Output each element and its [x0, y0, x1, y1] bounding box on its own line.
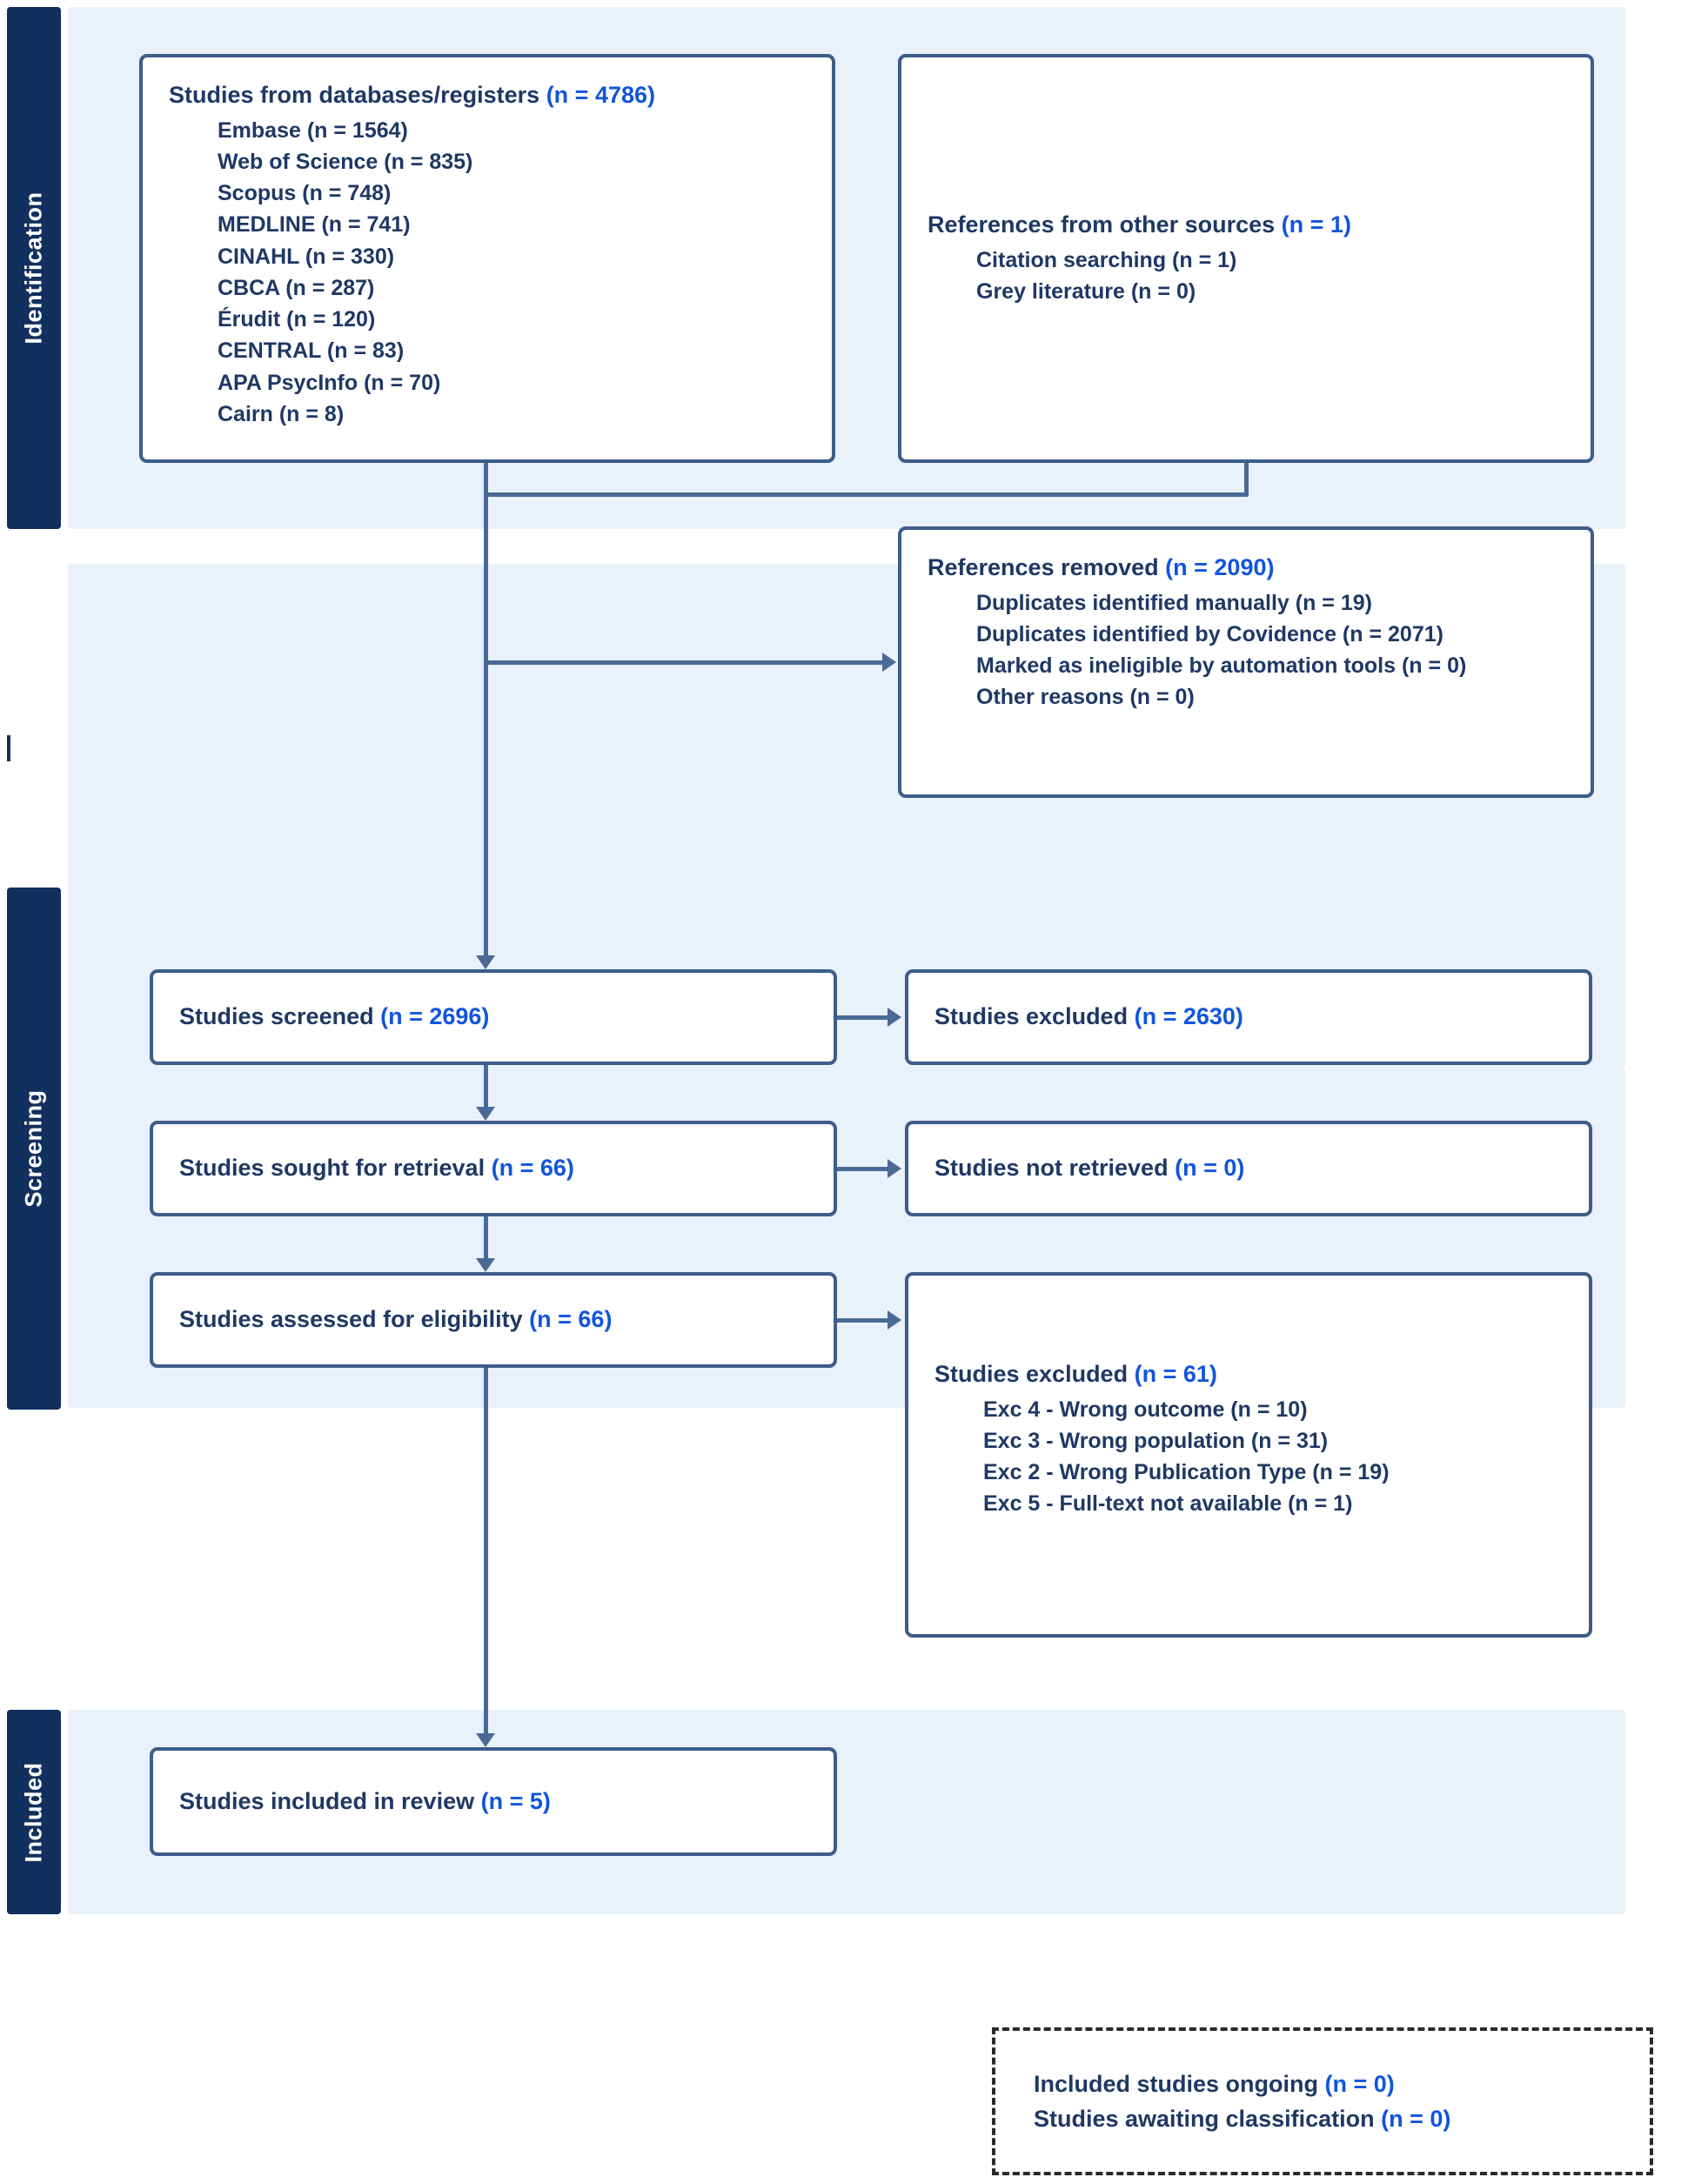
list-item: Grey literature (n = 0): [976, 278, 1196, 304]
box-studies-sought-retrieval-count: (n = 66): [491, 1155, 574, 1182]
box-studies-screened-count: (n = 2696): [380, 1003, 490, 1030]
stage-label-included: Included: [7, 1710, 61, 1914]
stage-divider-tick: [7, 735, 10, 761]
connector-other-down: [1244, 463, 1249, 496]
box-studies-assessed-eligibility: Studies assessed for eligibility (n = 66…: [150, 1272, 837, 1368]
arrow-screened-to-excluded: [888, 1008, 901, 1027]
box-references-removed: References removed (n = 2090) Duplicates…: [898, 526, 1594, 798]
box-references-other-sources-count: (n = 1): [1281, 211, 1351, 238]
ongoing-line-1-label: Included studies ongoing: [1034, 2070, 1318, 2097]
stage-label-screening: Screening: [7, 888, 61, 1410]
list-item: MEDLINE (n = 741): [218, 212, 411, 238]
list-item: Citation searching (n = 1): [976, 247, 1237, 272]
box-studies-sought-retrieval-title: Studies sought for retrieval (n = 66): [179, 1153, 574, 1184]
connector-spine-identification: [484, 492, 488, 964]
eligibility-exclusion-reasons-list: Exc 4 - Wrong outcome (n = 10) Exc 3 - W…: [934, 1394, 1563, 1520]
stage-label-included-text: Included: [20, 1761, 47, 1863]
list-item: CENTRAL (n = 83): [218, 338, 405, 364]
box-references-removed-count: (n = 2090): [1165, 554, 1275, 580]
box-studies-screened: Studies screened (n = 2696): [150, 969, 837, 1065]
connector-screened-down: [484, 1065, 488, 1115]
list-item: Duplicates identified manually (n = 19): [976, 590, 1372, 615]
box-studies-assessed-eligibility-title: Studies assessed for eligibility (n = 66…: [179, 1304, 612, 1336]
ongoing-line-2: Studies awaiting classification (n = 0): [1034, 2101, 1624, 2137]
box-studies-sought-retrieval: Studies sought for retrieval (n = 66): [150, 1121, 837, 1216]
list-item: Exc 4 - Wrong outcome (n = 10): [983, 1397, 1308, 1422]
box-studies-screened-title: Studies screened (n = 2696): [179, 1002, 489, 1033]
connector-assessed-to-included: [484, 1368, 488, 1742]
box-studies-screened-label: Studies screened: [179, 1003, 374, 1030]
box-studies-included-review: Studies included in review (n = 5): [150, 1747, 837, 1856]
box-studies-excluded-screening: Studies excluded (n = 2630): [905, 969, 1592, 1065]
box-studies-included-review-title: Studies included in review (n = 5): [179, 1786, 551, 1818]
box-references-removed-label: References removed: [928, 554, 1159, 580]
connector-merge-horizontal: [484, 492, 1248, 497]
list-item: Érudit (n = 120): [218, 307, 376, 332]
connector-db-down: [484, 463, 488, 496]
box-references-other-sources: References from other sources (n = 1) Ci…: [898, 54, 1594, 463]
list-item: Other reasons (n = 0): [976, 685, 1195, 710]
ongoing-line-2-count: (n = 0): [1381, 2106, 1451, 2132]
other-sources-list: Citation searching (n = 1) Grey literatu…: [928, 245, 1564, 308]
list-item: Web of Science (n = 835): [218, 149, 473, 174]
connector-assessed-to-excluded: [837, 1318, 889, 1323]
box-studies-excluded-screening-count: (n = 2630): [1134, 1003, 1243, 1030]
references-removed-list: Duplicates identified manually (n = 19) …: [928, 587, 1564, 713]
box-studies-excluded-eligibility-count: (n = 61): [1134, 1361, 1217, 1387]
list-item: Scopus (n = 748): [218, 181, 392, 206]
connector-sought-to-not-retrieved: [837, 1167, 889, 1171]
box-studies-assessed-eligibility-label: Studies assessed for eligibility: [179, 1306, 523, 1333]
connector-to-references-removed: [484, 660, 884, 665]
list-item: Cairn (n = 8): [218, 401, 345, 426]
box-studies-from-databases: Studies from databases/registers (n = 47…: [139, 54, 835, 463]
connector-screened-to-excluded: [837, 1015, 889, 1020]
list-item: Exc 3 - Wrong population (n = 31): [983, 1428, 1329, 1453]
stage-label-identification: Identification: [7, 7, 61, 529]
databases-source-list: Embase (n = 1564) Web of Science (n = 83…: [169, 115, 806, 431]
list-item: CBCA (n = 287): [218, 275, 375, 300]
box-references-other-sources-label: References from other sources: [928, 211, 1276, 238]
connector-sought-down: [484, 1216, 488, 1267]
list-item: Exc 5 - Full-text not available (n = 1): [983, 1491, 1353, 1517]
arrow-to-included: [476, 1733, 495, 1747]
box-studies-excluded-screening-label: Studies excluded: [934, 1003, 1129, 1030]
arrow-to-sought: [476, 1107, 495, 1121]
box-studies-included-review-count: (n = 5): [480, 1787, 551, 1814]
arrow-to-references-removed: [882, 653, 896, 672]
list-item: Embase (n = 1564): [218, 117, 408, 143]
box-studies-excluded-screening-title: Studies excluded (n = 2630): [934, 1002, 1243, 1033]
box-references-other-sources-title: References from other sources (n = 1): [928, 210, 1564, 241]
box-references-removed-title: References removed (n = 2090): [928, 553, 1564, 584]
box-studies-excluded-eligibility-title: Studies excluded (n = 61): [934, 1359, 1563, 1390]
box-studies-assessed-eligibility-count: (n = 66): [529, 1306, 613, 1333]
list-item: CINAHL (n = 330): [218, 244, 395, 269]
ongoing-line-1-count: (n = 0): [1324, 2070, 1395, 2097]
box-studies-not-retrieved-label: Studies not retrieved: [934, 1155, 1169, 1182]
ongoing-line-1: Included studies ongoing (n = 0): [1034, 2067, 1624, 2102]
box-studies-from-databases-title: Studies from databases/registers (n = 47…: [169, 80, 806, 111]
arrow-assessed-to-excluded: [888, 1310, 901, 1330]
box-studies-from-databases-label: Studies from databases/registers: [169, 82, 540, 108]
arrow-sought-to-not-retrieved: [888, 1159, 901, 1178]
list-item: Marked as ineligible by automation tools…: [976, 653, 1467, 679]
box-studies-not-retrieved: Studies not retrieved (n = 0): [905, 1121, 1592, 1216]
arrow-to-assessed: [476, 1258, 495, 1272]
stage-label-identification-text: Identification: [20, 191, 47, 345]
ongoing-line-2-label: Studies awaiting classification: [1034, 2106, 1375, 2132]
box-studies-from-databases-count: (n = 4786): [546, 82, 655, 108]
box-studies-not-retrieved-title: Studies not retrieved (n = 0): [934, 1153, 1244, 1184]
box-studies-excluded-eligibility-label: Studies excluded: [934, 1361, 1129, 1387]
box-ongoing-awaiting: Included studies ongoing (n = 0) Studies…: [992, 2027, 1653, 2175]
box-studies-included-review-label: Studies included in review: [179, 1787, 475, 1814]
stage-label-screening-text: Screening: [20, 1089, 47, 1208]
list-item: APA PsycInfo (n = 70): [218, 370, 441, 395]
box-studies-not-retrieved-count: (n = 0): [1175, 1155, 1245, 1182]
list-item: Duplicates identified by Covidence (n = …: [976, 621, 1444, 646]
box-studies-sought-retrieval-label: Studies sought for retrieval: [179, 1155, 486, 1182]
arrow-to-screened: [476, 955, 495, 969]
box-studies-excluded-eligibility: Studies excluded (n = 61) Exc 4 - Wrong …: [905, 1272, 1592, 1638]
list-item: Exc 2 - Wrong Publication Type (n = 19): [983, 1460, 1390, 1485]
